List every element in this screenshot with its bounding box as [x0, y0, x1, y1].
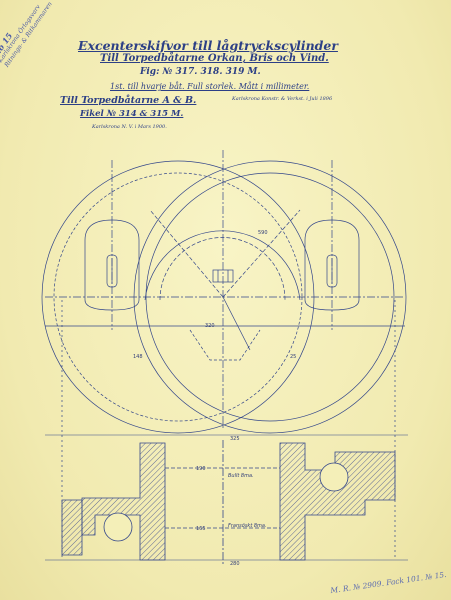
section-label-top: Bullt 8ma.: [228, 473, 254, 479]
boats-ab-figures: Fikel № 314 & 315 M.: [80, 109, 184, 119]
right-section-hatch: [279, 442, 396, 561]
drawing-subtitle: Till Torpedbåtarne Orkan, Bris och Vind.: [100, 53, 329, 64]
signature-note: Karlskrona Konstr. & Verkst. i Juli 1896: [232, 96, 333, 102]
section-label-bottom: Fransöskt 8ma.: [228, 523, 267, 529]
drawing-title: Excenterskifvor till lågtryckscylinder: [78, 38, 338, 53]
figure-numbers: Fig: № 317. 318. 319 M.: [140, 67, 261, 77]
dim-590: 590: [258, 230, 268, 236]
dim-165: 165: [196, 526, 206, 532]
signature-note-2: Karlskrona N. V. i Mars 1900.: [92, 124, 167, 130]
boats-ab-heading: Till Torpedbåtarne A & B.: [60, 95, 197, 106]
left-slot: [106, 254, 118, 288]
right-slot: [326, 254, 338, 288]
right-section-bore: [319, 462, 349, 492]
right-boss: [304, 219, 360, 311]
keyway: [212, 269, 234, 283]
shaft-bore-inner: [159, 237, 286, 301]
radius-line: [222, 209, 301, 298]
dim-25: 25: [290, 354, 296, 360]
dim-190: 190: [196, 466, 206, 472]
dim-325: 325: [230, 436, 240, 442]
left-boss: [84, 219, 140, 311]
scale-note: 1st. till hvarje båt. Full storlek. Mått…: [110, 82, 310, 91]
dim-280: 280: [230, 561, 240, 567]
left-section-bore: [103, 512, 133, 542]
dim-148: 148: [133, 354, 143, 360]
shaft-bore-arc: [144, 230, 301, 301]
lower-sector: [189, 329, 261, 361]
left-hub-hatch: [61, 499, 83, 556]
dim-320: 320: [205, 323, 215, 329]
left-section-hatch: [81, 442, 166, 561]
